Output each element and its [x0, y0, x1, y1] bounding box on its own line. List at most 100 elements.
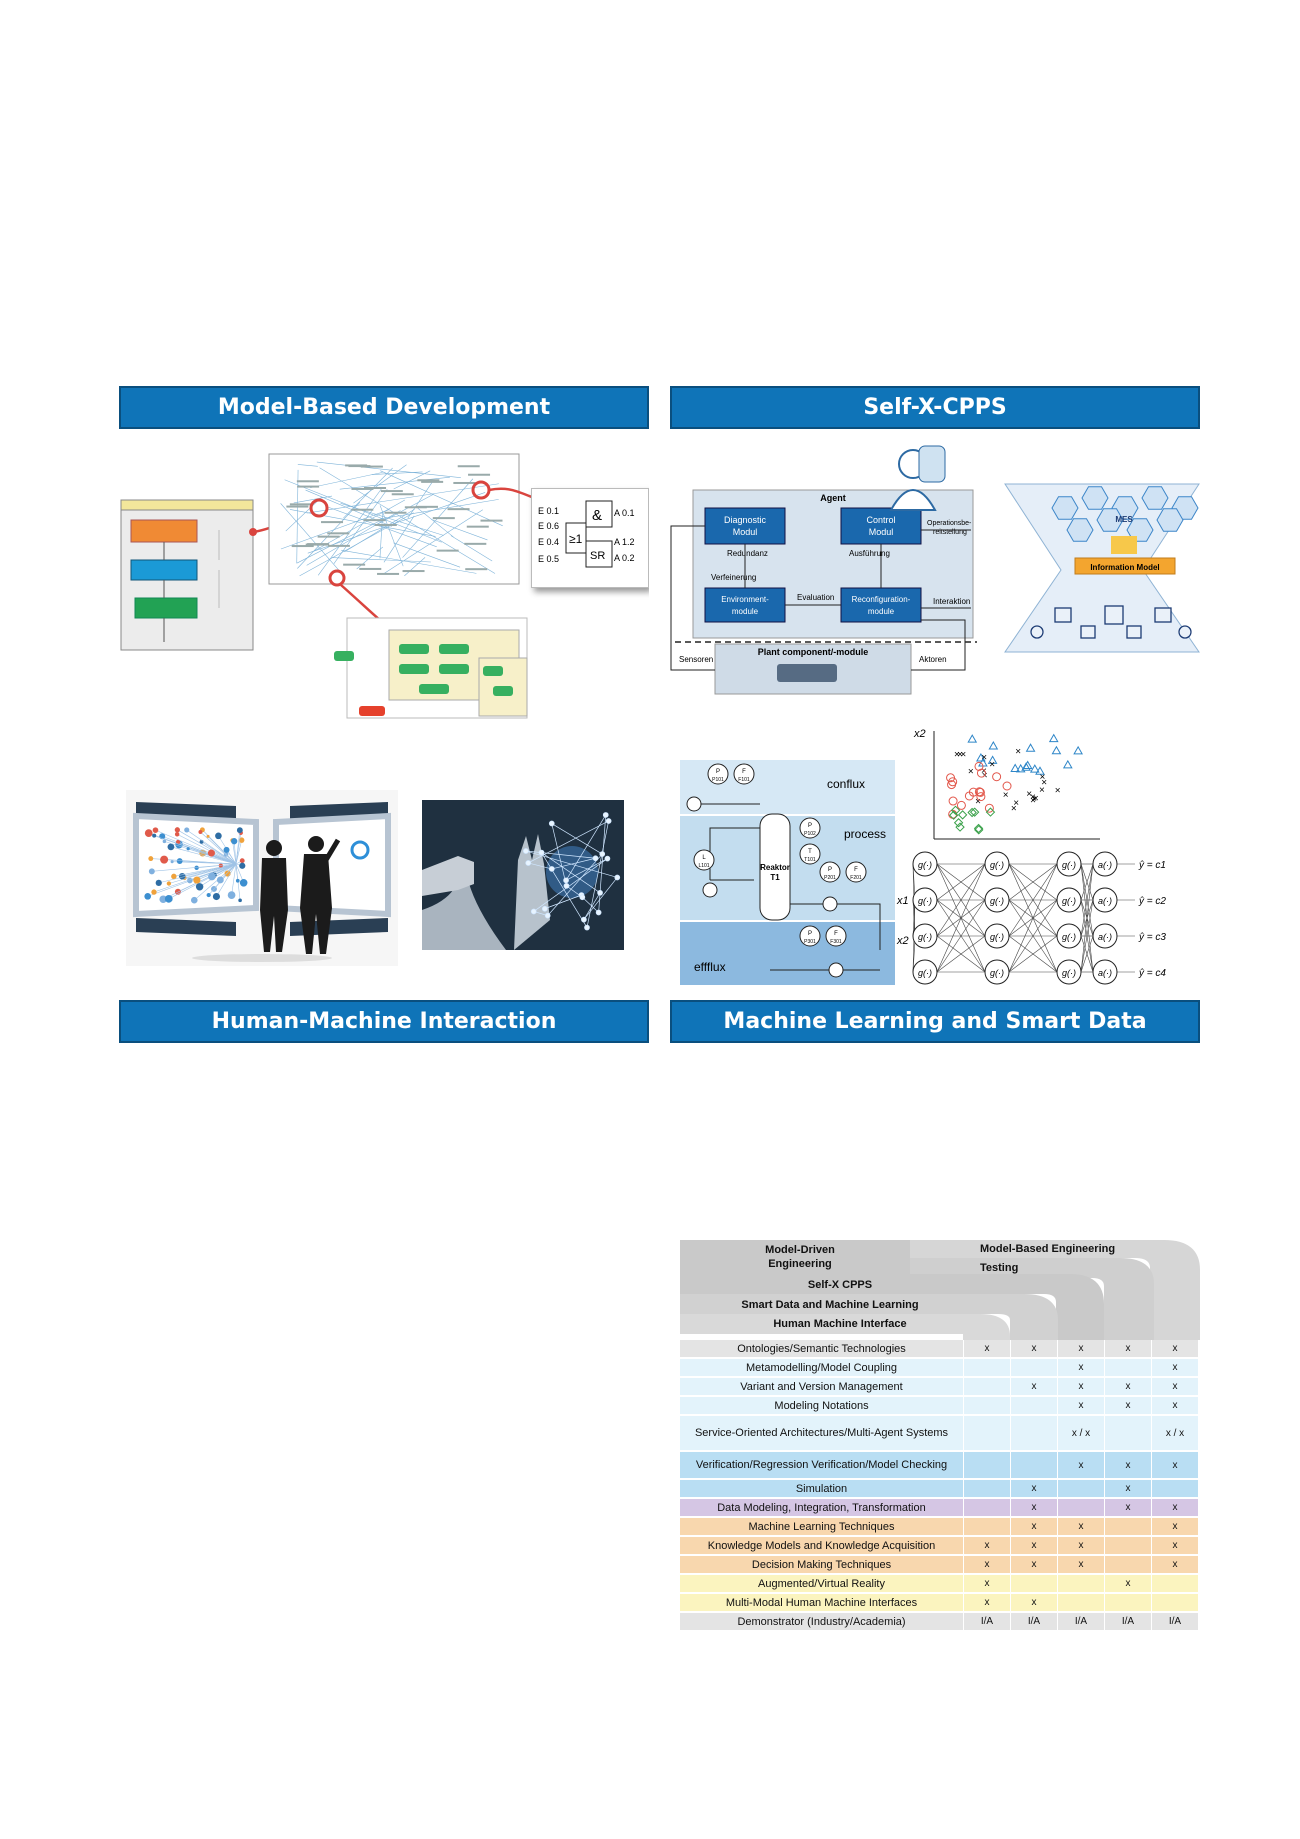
neuron-node	[1056, 959, 1082, 985]
matrix-row: Knowledge Models and Knowledge Acquisiti…	[680, 1537, 1200, 1554]
matrix-cell: x	[1058, 1537, 1104, 1554]
instrument-id: P301	[804, 939, 816, 945]
matrix-cell: x	[1011, 1480, 1057, 1497]
matrix-row-label: Data Modeling, Integration, Transformati…	[680, 1499, 963, 1516]
matrix-cell: x	[1058, 1518, 1104, 1535]
matrix-cell: x	[1105, 1378, 1151, 1395]
or-gate: ≥1	[569, 532, 583, 546]
matrix-cell: x	[1152, 1397, 1198, 1414]
instrument-icon	[799, 817, 821, 839]
reconfiguration-label: module	[868, 607, 895, 616]
instrument-id: L101	[698, 863, 709, 869]
matrix-cell	[1152, 1594, 1198, 1611]
banner-machine-learning-smart-data: Machine Learning and Smart Data	[670, 1000, 1200, 1043]
ausfuehrung-label: Ausführung	[849, 549, 890, 558]
research-matrix-table: Model-Driven Engineering Model-Based Eng…	[680, 1240, 1200, 1640]
matrix-cell: x	[1058, 1378, 1104, 1395]
reactor-vessel	[759, 813, 791, 921]
matrix-cell	[964, 1499, 1010, 1516]
svg-text:×: ×	[1015, 747, 1021, 758]
neuron-node	[984, 851, 1010, 877]
neuron-label: g(·)	[918, 896, 932, 906]
svg-text:×: ×	[1033, 794, 1039, 805]
banner-human-machine-interaction: Human-Machine Interaction	[119, 1000, 649, 1043]
neuron-label: g(·)	[990, 860, 1004, 870]
input-x1: x1	[896, 895, 909, 907]
header-model-based-engineering: Model-Based Engineering	[980, 1243, 1116, 1255]
vr-headset-icon	[422, 856, 474, 896]
banner-model-based-development: Model-Based Development	[119, 386, 649, 429]
mbd-diagram	[120, 453, 540, 719]
and-gate: &	[592, 507, 602, 524]
instrument-id: F201	[850, 875, 862, 881]
neuron-label: g(·)	[918, 860, 932, 870]
agent-architecture: Agent Diagnostic Modul Control Modul Env…	[670, 445, 1200, 695]
scatter-ylabel: x2	[913, 728, 926, 740]
banner-self-x-cpps: Self-X-CPPS	[670, 386, 1200, 429]
reconfiguration-label: Reconfiguration-	[852, 595, 911, 604]
matrix-cell: I/A	[1011, 1613, 1057, 1630]
network-svg: g(·)g(·)g(·)g(·)g(·)g(·)g(·)g(·)g(·)g(·)…	[896, 851, 1166, 985]
input-x2: x2	[896, 935, 909, 947]
verfeinerung-label: Verfeinerung	[711, 573, 756, 582]
matrix-cell: I/A	[964, 1613, 1010, 1630]
matrix-row: Data Modeling, Integration, Transformati…	[680, 1499, 1200, 1516]
neuron-node	[912, 887, 938, 913]
mes-label: MES	[1115, 515, 1133, 524]
diagnostic-label: Diagnostic	[724, 515, 767, 525]
svg-text:×: ×	[1030, 795, 1036, 806]
matrix-cell: x	[1058, 1359, 1104, 1376]
instrument-id: P102	[804, 831, 816, 837]
svg-text:×: ×	[989, 759, 995, 770]
matrix-cell	[964, 1518, 1010, 1535]
instrument-tag: P	[808, 931, 812, 937]
reactor-label: T1	[770, 873, 780, 882]
svg-text:×: ×	[1026, 789, 1032, 800]
matrix-cell	[1011, 1359, 1057, 1376]
instrument-id: F301	[830, 939, 842, 945]
matrix-cell: x	[1058, 1556, 1104, 1573]
matrix-cell: x	[964, 1556, 1010, 1573]
matrix-cell	[964, 1480, 1010, 1497]
sr-latch: SR	[590, 550, 605, 562]
svg-text:×: ×	[981, 766, 987, 777]
environment-label: module	[732, 607, 759, 616]
instrument-id: T101	[804, 857, 816, 863]
output-node	[1092, 887, 1118, 913]
instrument-icon	[825, 925, 847, 947]
sensoren-label: Sensoren	[679, 655, 713, 664]
output-node	[1092, 959, 1118, 985]
process-plant-svg: conflux process effflux Reaktor T1 PP101…	[680, 760, 895, 985]
output-node-label: a(·)	[1098, 932, 1112, 942]
instrument-tag: P	[716, 769, 720, 775]
matrix-cell	[1058, 1499, 1104, 1516]
matrix-row-label: Decision Making Techniques	[680, 1556, 963, 1573]
matrix-row-label: Variant and Version Management	[680, 1378, 963, 1395]
header-smart-data-ml: Smart Data and Machine Learning	[741, 1298, 919, 1311]
agent-label: Agent	[820, 493, 846, 503]
matrix-cell: x	[1105, 1499, 1151, 1516]
matrix-row-label: Knowledge Models and Knowledge Acquisiti…	[680, 1537, 963, 1554]
logic-input: E 0.5	[538, 554, 559, 564]
instrument-icon	[799, 843, 821, 865]
instrument-tag: F	[742, 769, 746, 775]
matrix-cell: x / x	[1058, 1416, 1104, 1450]
output-node-label: a(·)	[1098, 860, 1112, 870]
instrument-icon	[799, 925, 821, 947]
redundanz-label: Redundanz	[727, 549, 768, 558]
effflux-label: effflux	[694, 960, 726, 974]
svg-text:×: ×	[960, 750, 966, 761]
header-testing: Testing	[980, 1262, 1019, 1274]
person-silhouette	[308, 836, 324, 852]
matrix-cell	[1105, 1359, 1151, 1376]
matrix-cell	[1152, 1480, 1198, 1497]
pump-icon	[686, 796, 702, 812]
conflux-label: conflux	[827, 777, 865, 791]
